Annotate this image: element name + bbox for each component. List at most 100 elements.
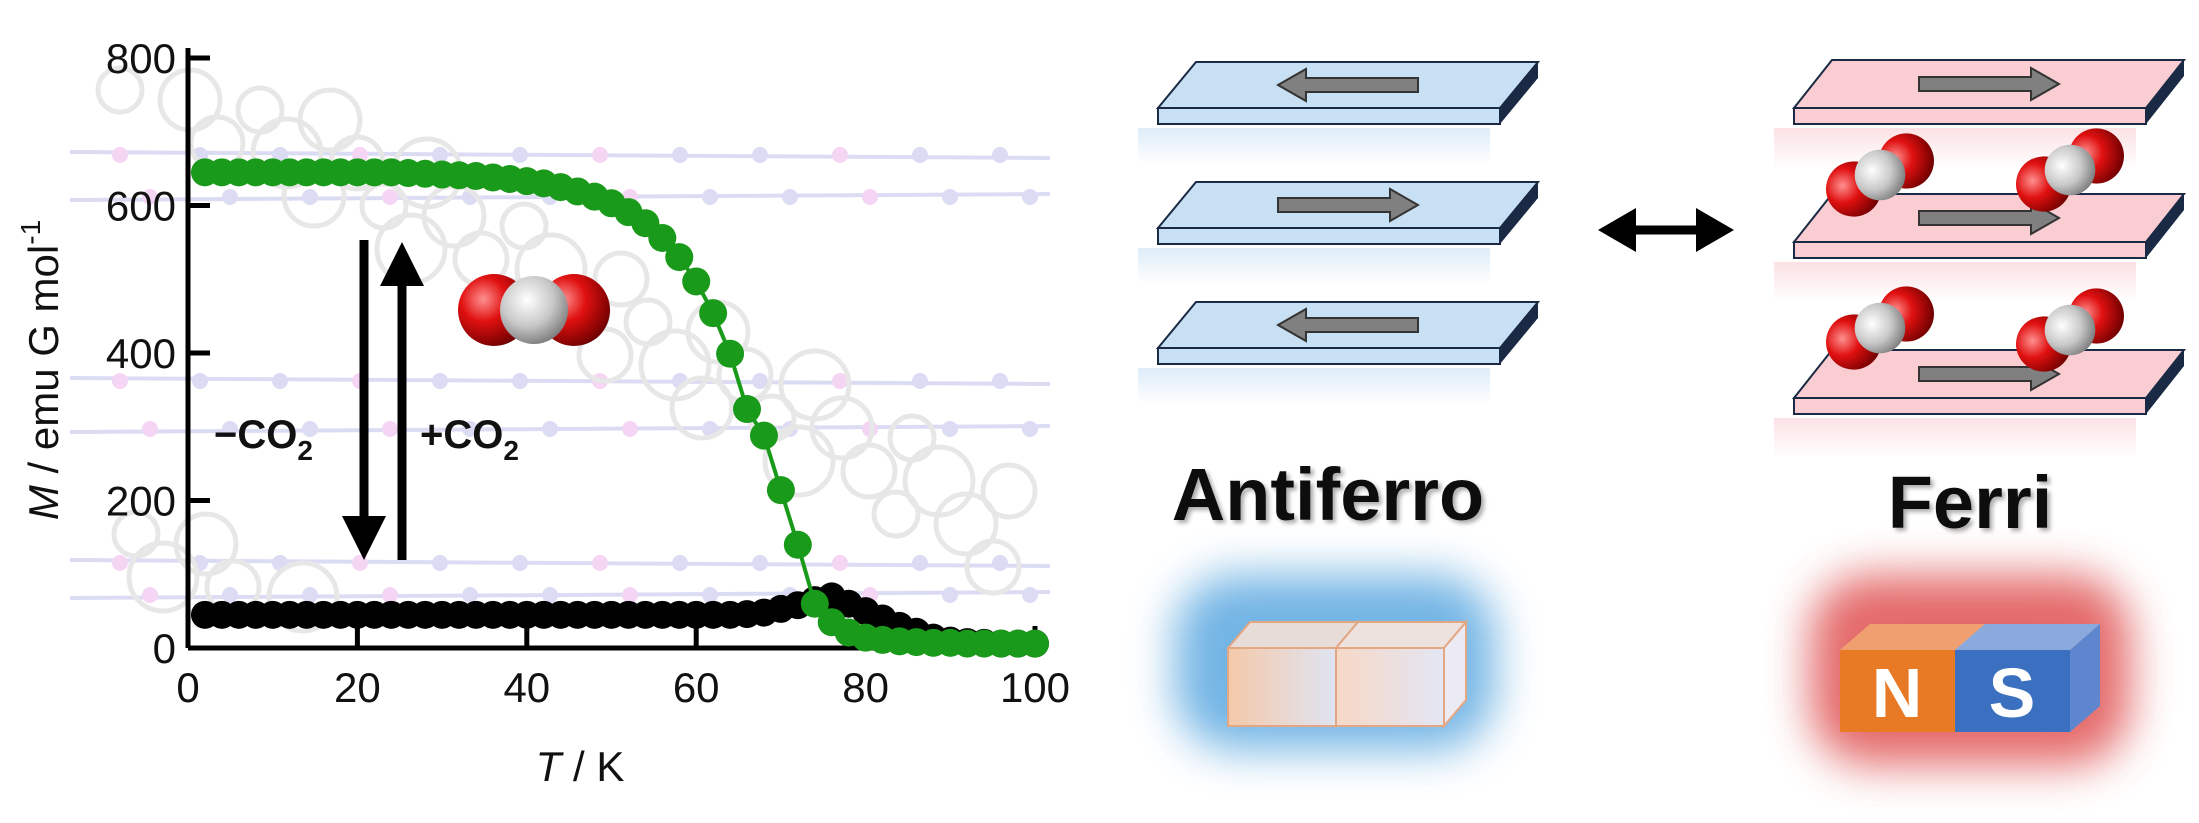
background-atom xyxy=(992,555,1008,571)
background-atom xyxy=(782,189,798,205)
background-atom xyxy=(192,555,208,571)
background-ring xyxy=(933,491,999,557)
magnet-north-pole xyxy=(1840,650,1955,732)
background-atom xyxy=(592,373,608,389)
background-ring xyxy=(964,538,1022,596)
plate-side xyxy=(1500,62,1538,124)
ferri-plate xyxy=(1791,59,2187,125)
background-atom xyxy=(222,189,238,205)
background-atom xyxy=(432,147,448,163)
background-atom xyxy=(302,421,318,437)
background-atom xyxy=(222,421,238,437)
background-ring xyxy=(762,424,836,498)
ferri-layer-stack xyxy=(1774,59,2187,458)
background-crystal-structure xyxy=(69,65,1051,634)
background-atom xyxy=(382,421,398,437)
background-atom xyxy=(382,587,398,603)
background-atom xyxy=(752,555,768,571)
background-ring xyxy=(576,326,634,384)
data-point xyxy=(716,339,745,368)
background-atom xyxy=(432,373,448,389)
y-tick-label: 800 xyxy=(106,35,176,82)
background-atom xyxy=(512,147,528,163)
background-atom xyxy=(592,147,608,163)
background-chain xyxy=(69,150,1051,160)
data-point xyxy=(1021,629,1049,658)
background-atom xyxy=(112,147,128,163)
background-atom xyxy=(1022,421,1038,437)
background-atom xyxy=(142,421,158,437)
background-ring xyxy=(638,328,712,402)
background-atom xyxy=(832,147,848,163)
co2-molecule xyxy=(1825,133,1935,217)
co2-molecule xyxy=(1825,286,1935,370)
x-axis-title: T / K xyxy=(536,743,625,790)
y-tick-label: 200 xyxy=(106,478,176,525)
carbon-atom xyxy=(1854,302,1906,354)
data-point xyxy=(800,589,829,618)
background-ring xyxy=(297,87,363,153)
background-atom xyxy=(702,421,718,437)
background-ring xyxy=(871,489,921,539)
plate-side xyxy=(2146,60,2184,124)
data-point xyxy=(648,223,677,252)
background-atom xyxy=(702,587,718,603)
background-atom xyxy=(992,147,1008,163)
co2-addition-arrow xyxy=(380,242,424,560)
background-ring xyxy=(887,413,937,463)
background-atom xyxy=(192,373,208,389)
plate-side xyxy=(2146,350,2184,414)
background-ring xyxy=(623,297,673,347)
ferri-label: Ferri xyxy=(1888,461,2053,544)
plate-side xyxy=(1500,302,1538,364)
background-atom xyxy=(942,587,958,603)
background-ring xyxy=(499,201,549,251)
background-atom xyxy=(912,555,928,571)
background-atom xyxy=(832,555,848,571)
magnet-s-letter: S xyxy=(1989,654,2036,732)
background-atom xyxy=(912,373,928,389)
background-atom xyxy=(382,189,398,205)
background-atom xyxy=(142,587,158,603)
background-atom xyxy=(832,373,848,389)
x-tick-label: 80 xyxy=(842,664,889,711)
arrow-right-shape xyxy=(1277,187,1421,223)
ferri-plate xyxy=(1791,349,2187,415)
background-atom xyxy=(622,587,638,603)
background-ring xyxy=(902,444,976,518)
plate-shadow xyxy=(1774,262,2136,302)
magnet-n-letter: N xyxy=(1872,654,1923,732)
co2-removal-arrow xyxy=(342,240,386,560)
background-atom xyxy=(302,189,318,205)
background-atom xyxy=(782,421,798,437)
background-atom xyxy=(992,373,1008,389)
spin-arrow xyxy=(1275,67,1419,103)
data-point xyxy=(682,267,711,296)
x-tick-label: 40 xyxy=(503,664,550,711)
background-atom xyxy=(672,373,688,389)
background-atom xyxy=(672,555,688,571)
antiferro-plate xyxy=(1155,61,1541,125)
double-headed-arrow xyxy=(1598,208,1734,252)
background-atom xyxy=(942,189,958,205)
background-atom xyxy=(702,189,718,205)
arrow-left-shape xyxy=(1275,307,1419,343)
antiferro-plate xyxy=(1155,301,1541,365)
minus-co2-label: −CO2 xyxy=(214,413,313,466)
background-ring xyxy=(250,116,324,190)
spin-arrow xyxy=(1918,66,2062,102)
antiferro-layer-stack xyxy=(1138,61,1541,404)
background-atom xyxy=(752,147,768,163)
plate-front xyxy=(1793,107,2147,125)
arrow-left-shape xyxy=(1275,67,1419,103)
y-tick-label: 400 xyxy=(106,330,176,377)
background-atom xyxy=(462,587,478,603)
background-chain xyxy=(69,558,1051,568)
plate-front xyxy=(1793,241,2147,259)
antiferro-label: Antiferro xyxy=(1172,453,1484,536)
background-atom xyxy=(142,189,158,205)
magnet-south-pole xyxy=(1955,650,2070,732)
